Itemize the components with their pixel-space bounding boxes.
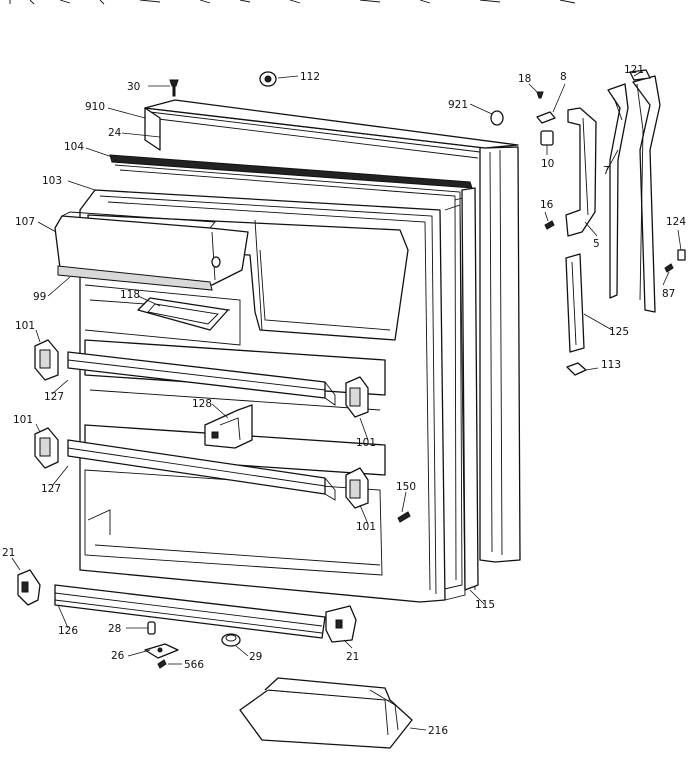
- leader-lines: [11, 69, 682, 731]
- callout-26: 26: [111, 650, 125, 662]
- callout-99: 99: [33, 291, 46, 303]
- block-113: [566, 362, 587, 376]
- top-edge-artifact: [9, 0, 576, 5]
- screw-150: [397, 511, 411, 523]
- callout-216: 216: [428, 725, 448, 737]
- callout-29: 29: [249, 651, 262, 663]
- cap-921: [490, 110, 504, 126]
- screw-87: [664, 263, 674, 273]
- door-shelf-bar-upper: [67, 351, 336, 406]
- tray-118: [137, 297, 229, 331]
- callout-107: 107: [15, 216, 35, 228]
- trim-125: [565, 253, 585, 353]
- callout-8: 8: [560, 71, 567, 83]
- cap-124: [677, 249, 686, 261]
- callout-115: 115: [475, 599, 495, 611]
- door-divider-115: [461, 187, 479, 591]
- callout-125: 125: [609, 326, 629, 338]
- callout-150: 150: [396, 481, 416, 493]
- callout-101-lower-right: 101: [356, 521, 376, 533]
- callout-127-lower: 127: [41, 483, 61, 495]
- callout-16: 16: [540, 199, 554, 211]
- bottom-rail-126: [54, 584, 326, 639]
- callout-10: 10: [541, 158, 554, 170]
- clip-8: [536, 111, 556, 124]
- screw-566: [157, 659, 167, 669]
- callout-103: 103: [42, 175, 62, 187]
- callout-labels: 30 112 910 24 104 103 107 99 118 101 127…: [2, 64, 686, 737]
- callout-127-upper: 127: [44, 391, 64, 403]
- screw-16: [544, 220, 555, 230]
- hinge-bracket-5: [565, 107, 597, 237]
- callout-5: 5: [593, 238, 600, 250]
- shelf-end-caps: [34, 339, 369, 509]
- callout-28: 28: [108, 623, 121, 635]
- hinge-strap-121-7: [607, 69, 661, 313]
- callout-104: 104: [64, 141, 84, 153]
- door-shelf-bar-lower: [67, 439, 336, 501]
- callout-910: 910: [85, 101, 105, 113]
- callout-112: 112: [300, 71, 320, 83]
- hinge-cap-21-right: [325, 605, 357, 643]
- outer-door-frame: [144, 99, 521, 563]
- bin-216: [239, 677, 413, 749]
- part-10: [540, 130, 554, 146]
- callout-101-upper-left: 101: [15, 320, 35, 332]
- callout-118: 118: [120, 289, 140, 301]
- callout-113: 113: [601, 359, 621, 371]
- callout-121: 121: [624, 64, 644, 76]
- plug-28: [147, 621, 156, 635]
- dairy-compartment-107: [54, 211, 249, 291]
- callout-7: 7: [603, 165, 610, 177]
- callout-21-right: 21: [346, 651, 359, 663]
- plate-26: [144, 643, 179, 659]
- callout-87: 87: [662, 288, 675, 300]
- callout-101-lower-left: 101: [13, 414, 33, 426]
- callout-18: 18: [518, 73, 531, 85]
- callout-101-upper-right: 101: [356, 437, 376, 449]
- hinge-cap-21-left: [17, 569, 41, 606]
- plug-112: [259, 71, 277, 87]
- bracket-128: [204, 404, 253, 449]
- callout-128: 128: [192, 398, 212, 410]
- screw-18: [536, 91, 544, 99]
- callout-126: 126: [58, 625, 78, 637]
- callout-124: 124: [666, 216, 686, 228]
- callout-21-left: 21: [2, 547, 15, 559]
- callout-921: 921: [448, 99, 468, 111]
- screw-30: [169, 79, 179, 97]
- foot-29: [221, 633, 241, 647]
- callout-24: 24: [108, 127, 122, 139]
- callout-30: 30: [127, 81, 140, 93]
- callout-566: 566: [184, 659, 204, 671]
